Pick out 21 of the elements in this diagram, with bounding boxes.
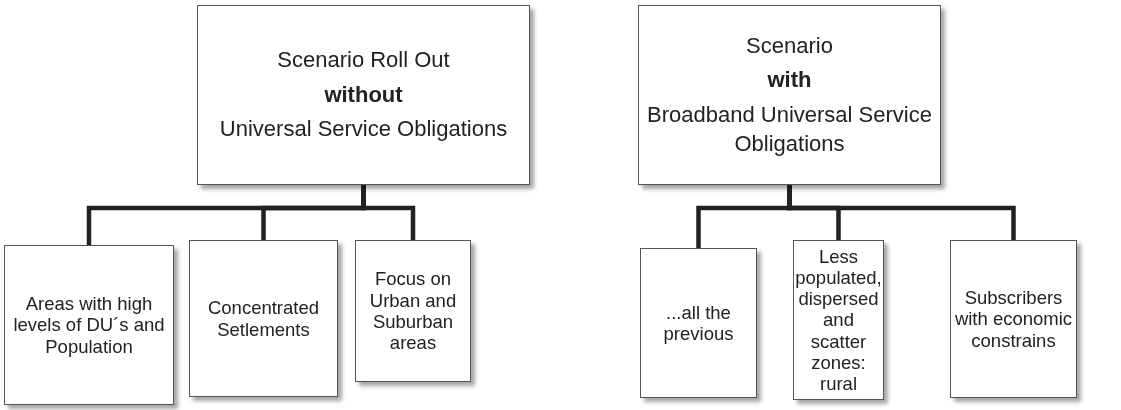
connector-line [787,185,1016,240]
text-box [197,5,530,185]
node-text: Concentrated Setlements [206,297,321,340]
node-text: Scenario Roll Out [277,46,450,75]
text-box [189,240,338,397]
node-text: Less populated, dispersed and scatter zones: rural [794,245,883,395]
text-box [638,5,941,185]
node-text: Universal Service Obligations [219,115,508,144]
node-text: Scenario [746,31,833,60]
text-box [950,240,1077,398]
text-box [4,245,174,405]
text-box [355,240,471,382]
connector-line [361,185,416,240]
node-text: with [767,66,812,95]
node-text: Broadband Universal Service Obligations [646,101,933,158]
text-box [640,248,757,398]
node-text: Areas with high levels of DU´s and Population [12,293,166,357]
node-text: without [324,80,403,109]
node-text: Subscribers with economic constrains [953,287,1074,351]
node-text: ...all the previous [662,301,735,345]
node-text: Focus on Urban and Suburban areas [368,268,458,354]
